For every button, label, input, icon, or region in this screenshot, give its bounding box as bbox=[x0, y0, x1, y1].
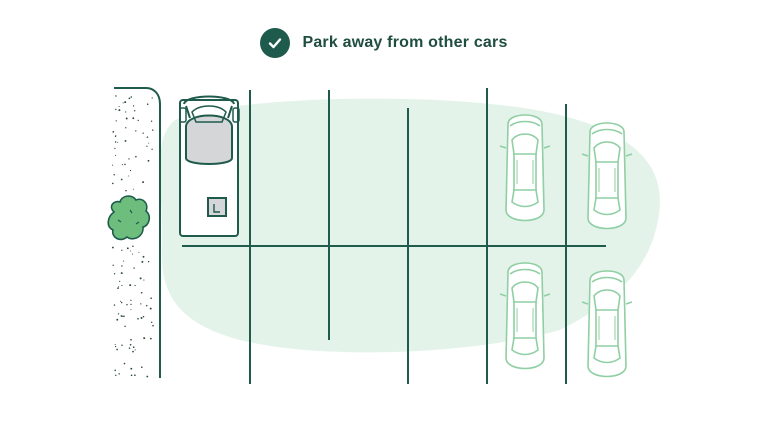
header: Park away from other cars bbox=[0, 28, 768, 58]
car-icon bbox=[581, 122, 633, 230]
parked-cars bbox=[499, 114, 633, 378]
caption-text: Park away from other cars bbox=[302, 34, 508, 51]
parking-lines bbox=[182, 88, 606, 384]
check-circle-icon bbox=[260, 28, 291, 58]
van-icon bbox=[179, 95, 240, 237]
bush-icon bbox=[107, 195, 151, 241]
car-icon bbox=[499, 262, 551, 370]
sidewalk bbox=[107, 87, 161, 378]
car-icon bbox=[581, 270, 633, 378]
car-icon bbox=[499, 114, 551, 222]
